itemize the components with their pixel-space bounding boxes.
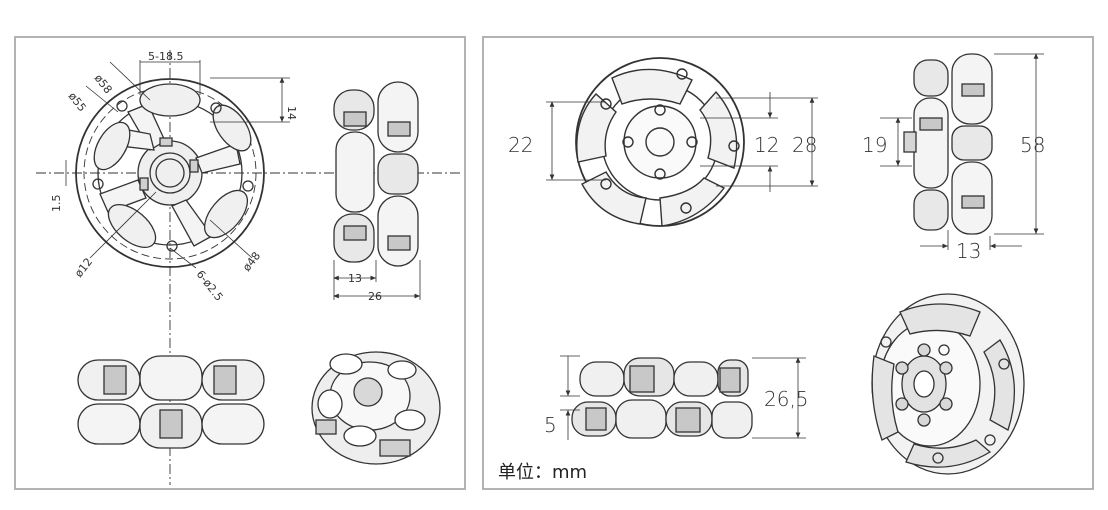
dim-offset-label: 1.5 [50, 195, 63, 213]
dim-19-label: 19 [862, 133, 887, 157]
left-side-view [333, 81, 421, 300]
dim-28-label: 28 [792, 133, 817, 157]
right-iso-view [871, 293, 1025, 475]
dim-w13-label: 13 [348, 272, 362, 285]
left-iso-view [311, 351, 441, 465]
dim-d12-label: ø12 [72, 256, 95, 280]
dim-d48-label: ø48 [240, 250, 263, 274]
left-bottom-view [77, 355, 265, 449]
unit-label: 单位：mm [498, 462, 588, 483]
left-front-view [36, 50, 462, 485]
dim-w26-label: 26 [368, 290, 382, 303]
right-bottom-view [560, 355, 806, 440]
right-drawing-panel [482, 36, 1094, 490]
dim-5-label: 5 [544, 413, 557, 437]
dim-12-label: 12 [754, 133, 779, 157]
dim-range-label: 5-18.5 [148, 50, 183, 63]
dim-holes-label: 6-ø2.5 [194, 268, 226, 304]
dim-26-5-label: 26,5 [764, 387, 809, 411]
dim-22-label: 22 [508, 133, 533, 157]
dim-13-label: 13 [956, 239, 981, 263]
right-front-view [546, 57, 818, 227]
right-side-view [880, 53, 1044, 250]
dim-58-label: 58 [1020, 133, 1045, 157]
dim-d55-label: ø55 [66, 90, 89, 114]
dim-h14-label: 14 [285, 106, 298, 120]
dim-d58-label: ø58 [92, 72, 115, 96]
